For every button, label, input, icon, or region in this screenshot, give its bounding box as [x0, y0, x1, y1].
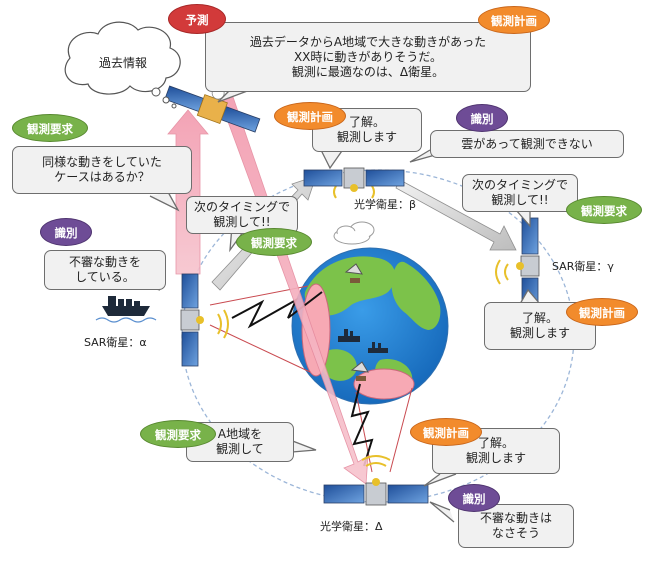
prediction-line-1: 過去データからA地域で大きな動きがあった: [249, 35, 487, 49]
past-info-label: 過去情報: [98, 56, 147, 70]
satellite-beta-label: 光学衛星：β: [354, 198, 417, 211]
tag-identify-delta: 識別: [448, 484, 500, 512]
request-center-line-2: 観測して!!: [213, 215, 271, 229]
satellite-gamma-label: SAR衛星：γ: [552, 260, 614, 273]
identify-alpha-bubble: 不審な動きを している。: [44, 250, 166, 290]
arrow-beta-to-gamma: [395, 179, 517, 251]
link-alpha-ground: [231, 291, 323, 329]
request-left-line-2: ケースはあるか？: [54, 170, 150, 184]
request-center-line-1: 次のタイミングで: [193, 200, 290, 214]
tag-request-gamma: 観測要求: [566, 196, 642, 224]
plan-delta-line-1: 了解。: [477, 436, 514, 450]
plan-delta-bubble: 了解。 観測します: [432, 428, 560, 474]
satellite-alpha-label: SAR衛星：α: [84, 336, 147, 349]
plan-beta-line-2: 観測します: [336, 130, 397, 144]
identify-alpha-line-1: 不審な動きを: [68, 255, 141, 269]
tag-plan-delta: 観測計画: [410, 418, 482, 446]
tag-plan-top: 観測計画: [478, 6, 550, 34]
identify-beta-bubble: 雲があって観測できない: [430, 130, 624, 158]
ship-on-earth-2: [368, 342, 388, 353]
prediction-line-3: 観測に最適なのは、Δ衛星。: [291, 65, 445, 79]
request-center-bubble: 次のタイミングで 観測して!!: [186, 196, 298, 234]
request-gamma-line-1: 次のタイミングで: [471, 178, 568, 192]
identify-delta-line-2: なさそう: [491, 526, 540, 540]
tag-prediction: 予測: [168, 4, 226, 34]
tag-request-center: 観測要求: [236, 228, 312, 256]
request-gamma-line-2: 観測して!!: [491, 193, 549, 207]
tag-identify-alpha: 識別: [40, 218, 92, 246]
ground-station-south: [350, 361, 369, 381]
satellite-beta: [303, 167, 405, 192]
prediction-bubble: 過去データからA地域で大きな動きがあった XX時に動きがありそうだ。 観測に最適…: [205, 22, 531, 92]
ship-icon: [95, 296, 157, 323]
request-left-line-1: 同様な動きをしていた: [42, 155, 162, 169]
plan-gamma-line-2: 観測します: [509, 326, 570, 340]
satellite-delta: [323, 478, 429, 506]
footprint-delta: [353, 368, 415, 400]
earth-globe: [291, 247, 449, 405]
identify-delta-bubble: 不審な動きは なさそう: [458, 504, 574, 548]
request-left-bubble: 同様な動きをしていた ケースはあるか？: [12, 146, 192, 194]
tag-identify-beta: 識別: [456, 104, 508, 132]
prediction-line-2: XX時に動きがありそうだ。: [293, 50, 443, 64]
tag-request-left: 観測要求: [12, 114, 88, 142]
satellite-delta-label: 光学衛星：Δ: [320, 520, 383, 533]
link-delta-ground: [350, 383, 374, 467]
tag-request-bottom: 観測要求: [140, 420, 216, 448]
cloud-icon: [333, 221, 375, 245]
plan-gamma-bubble: 了解。 観測します: [484, 302, 596, 350]
footprint-alpha: [301, 283, 331, 377]
tag-plan-beta: 観測計画: [274, 102, 346, 130]
ship-on-earth-1: [338, 329, 360, 342]
plan-delta-line-2: 観測します: [465, 451, 526, 465]
signal-waves: [193, 185, 509, 467]
plan-beta-line-1: 了解。: [348, 115, 385, 129]
request-bottom-line-1: A地域を: [217, 427, 263, 441]
request-gamma-bubble: 次のタイミングで 観測して!!: [462, 174, 578, 212]
identify-alpha-line-2: している。: [75, 270, 135, 284]
identify-beta-line-1: 雲があって観測できない: [461, 137, 593, 151]
identify-delta-line-1: 不審な動きは: [479, 511, 552, 525]
request-bottom-line-2: 観測して: [216, 442, 264, 456]
thought-cloud: [64, 21, 181, 109]
ground-station-north: [344, 263, 363, 283]
satellite-alpha: [180, 273, 204, 367]
arrow-prediction-to-delta: [219, 93, 369, 485]
tag-plan-gamma: 観測計画: [566, 298, 638, 326]
plan-gamma-line-1: 了解。: [521, 311, 558, 325]
